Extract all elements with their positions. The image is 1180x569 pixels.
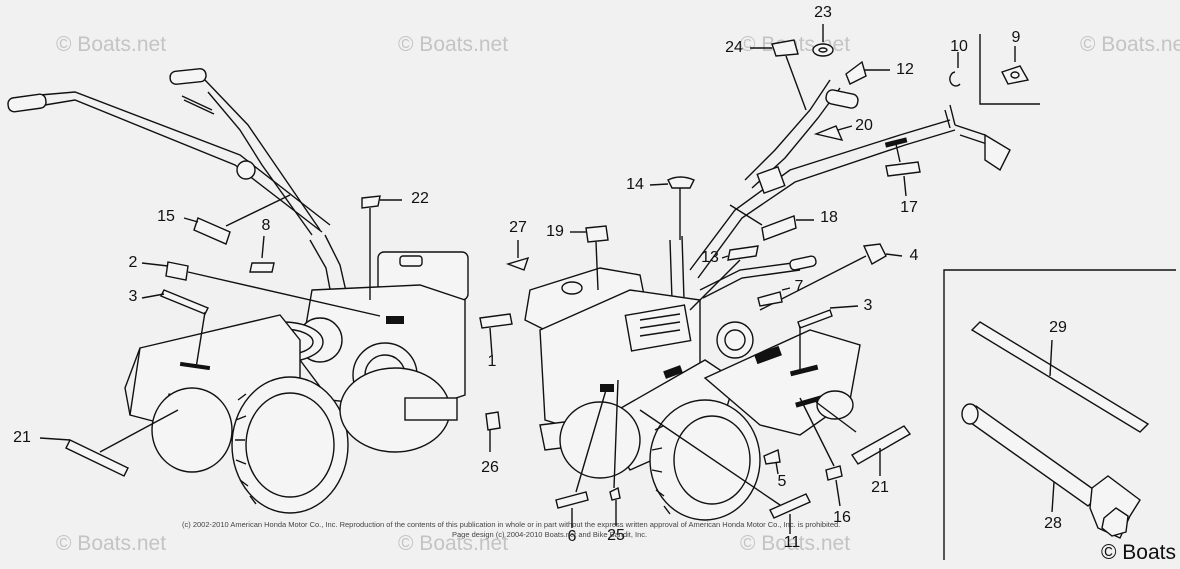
- decal-8: [249, 262, 275, 273]
- decal-1: [479, 313, 513, 329]
- decal-22: [361, 195, 381, 209]
- watermark: © Boats.net: [740, 532, 851, 555]
- callout-22: 22: [411, 190, 429, 207]
- callout-25: 25: [607, 527, 625, 544]
- callout-24: 24: [725, 39, 743, 56]
- decal-3: [797, 309, 833, 329]
- handle-grip: [825, 89, 859, 109]
- callout-14: 14: [626, 176, 644, 193]
- callout-23: 23: [814, 4, 832, 21]
- handle-grip: [984, 133, 1011, 172]
- callout-4: 4: [909, 247, 919, 264]
- callout-20: 20: [855, 117, 873, 134]
- watermark: © Boats.net: [398, 532, 509, 555]
- callout-13: 13: [701, 249, 719, 266]
- callout-28: 28: [1044, 515, 1062, 532]
- decal-12: [845, 60, 867, 85]
- watermark: © Boats.net: [56, 33, 167, 56]
- copyright-line: (c) 2002-2010 American Honda Motor Co., …: [182, 520, 841, 529]
- decal-21: [65, 439, 129, 477]
- callout-6: 6: [567, 528, 577, 545]
- callout-17: 17: [900, 199, 918, 216]
- wheel: [649, 399, 761, 521]
- part-9: [1001, 65, 1030, 85]
- decal-25: [609, 486, 621, 501]
- callout-12: 12: [896, 61, 914, 78]
- decal-3: [160, 289, 209, 315]
- callout-10: 10: [950, 38, 968, 55]
- callout-5: 5: [777, 473, 787, 490]
- callout-21: 21: [871, 479, 889, 496]
- decal-2: [165, 261, 189, 281]
- decal-6: [555, 491, 589, 509]
- decal-14: [667, 176, 695, 189]
- tool-box: [943, 269, 1176, 560]
- decal-20: [813, 125, 844, 141]
- decal-17: [885, 161, 921, 177]
- callout-21: 21: [13, 429, 31, 446]
- decal-13: [727, 245, 759, 261]
- copyright-notice: (c) 2002-2010 American Honda Motor Co., …: [182, 520, 1012, 540]
- callout-3: 3: [863, 297, 873, 314]
- handle-grip: [7, 93, 47, 113]
- air-cleaner: [624, 304, 692, 352]
- callout-29: 29: [1049, 319, 1067, 336]
- handle-grip: [169, 68, 207, 85]
- decal-5: [763, 449, 781, 465]
- plug-wrench-28: [962, 405, 1102, 507]
- callout-3: 3: [128, 288, 138, 305]
- decal-11: [769, 493, 811, 519]
- callout-27: 27: [509, 219, 527, 236]
- decal-24: [771, 39, 799, 57]
- callout-1: 1: [487, 353, 497, 370]
- decal-21: [850, 425, 912, 465]
- decal-4: [862, 243, 887, 265]
- callout-26: 26: [481, 459, 499, 476]
- left-tiller: [7, 68, 469, 514]
- right-tiller: [524, 79, 1011, 521]
- decals: [39, 24, 1040, 534]
- handle-knob: [236, 160, 256, 180]
- decal-18: [761, 215, 797, 241]
- decal-15: [193, 217, 231, 245]
- callout-15: 15: [157, 208, 175, 225]
- callout-2: 2: [128, 254, 138, 271]
- decal-16: [825, 465, 843, 481]
- wheel: [231, 376, 349, 514]
- decal-26: [485, 411, 501, 431]
- decal-7: [757, 291, 783, 307]
- decal-27: [505, 256, 530, 271]
- callout-8: 8: [261, 217, 271, 234]
- handlebar-left: [39, 91, 331, 226]
- clip-10: [949, 71, 961, 87]
- callout-11: 11: [783, 534, 801, 551]
- handlebar-right: [689, 119, 951, 271]
- watermark: © Boats.net: [398, 33, 509, 56]
- washer-23: [812, 43, 834, 57]
- brand-mark: © Boats: [1100, 541, 1176, 564]
- callout-19: 19: [546, 223, 564, 240]
- watermark: © Boats.net: [1080, 33, 1180, 56]
- callout-7: 7: [794, 278, 804, 295]
- callout-18: 18: [820, 209, 838, 226]
- copyright-line: Page design (c) 2004-2010 Boats.net and …: [452, 530, 648, 539]
- decal-19: [585, 225, 609, 243]
- callout-16: 16: [833, 509, 851, 526]
- tommy-bar-29: [970, 321, 1150, 433]
- shift-lever: [699, 261, 801, 299]
- callout-9: 9: [1011, 29, 1021, 46]
- watermark: © Boats.net: [56, 532, 167, 555]
